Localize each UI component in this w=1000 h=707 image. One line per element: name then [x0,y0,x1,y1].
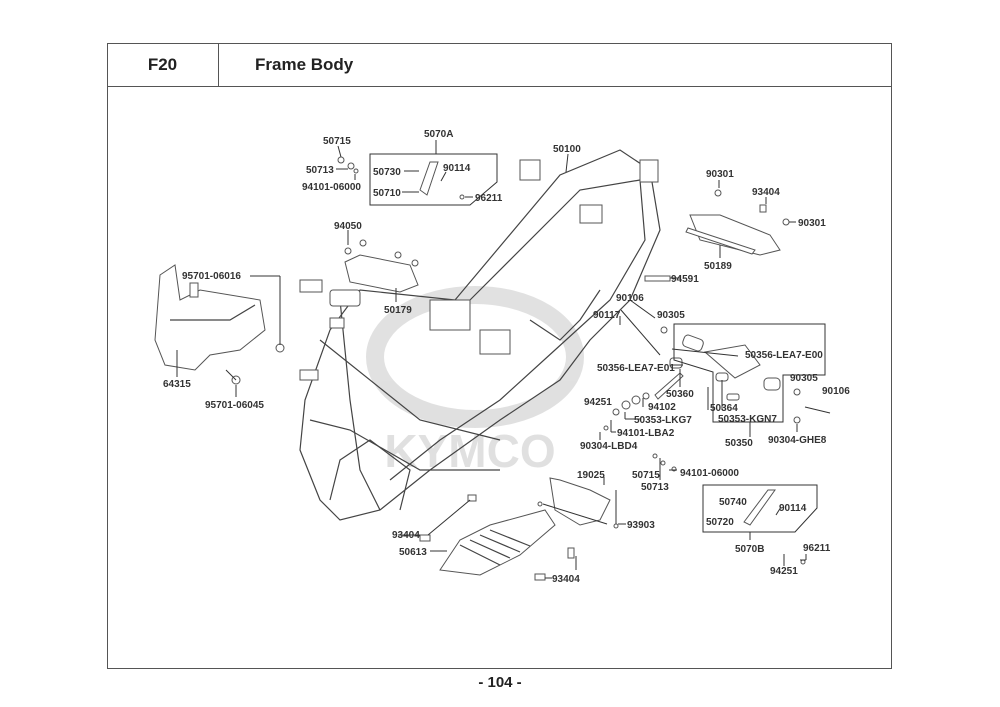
label-50356-LEA7-E01: 50356-LEA7-E01 [597,363,675,374]
label-95701-06045: 95701-06045 [205,400,264,411]
label-50353-KGN7: 50353-KGN7 [718,414,777,425]
label-50713: 50713 [641,482,669,493]
group-box-5070A [369,153,498,206]
label-50356-LEA7-E00: 50356-LEA7-E00 [745,350,823,361]
bracket-64315 [154,264,285,385]
label-5070A: 5070A [424,129,453,140]
label-90117: 90117 [593,310,621,321]
label-90301: 90301 [706,169,734,180]
label-94251: 94251 [770,566,798,577]
main-frame-50100 [299,149,661,521]
label-90114: 90114 [443,163,471,174]
handle-assembly-5070B [743,489,806,565]
label-50189: 50189 [704,261,732,272]
label-90106: 90106 [616,293,644,304]
label-50353-LKG7: 50353-LKG7 [634,415,692,426]
label-90301: 90301 [798,218,826,229]
label-90305: 90305 [657,310,685,321]
label-50360: 50360 [666,389,694,400]
label-50720: 50720 [706,517,734,528]
plate-50179 [344,239,419,293]
diagram-frame [107,43,892,669]
label-94102: 94102 [648,402,676,413]
bracket-50189 [685,189,790,256]
label-50715: 50715 [632,470,660,481]
label-93404: 93404 [552,574,580,585]
label-95701-06016: 95701-06016 [182,271,241,282]
cover-19025 [537,477,619,529]
label-93404: 93404 [752,187,780,198]
label-50364: 50364 [710,403,738,414]
label-94101-06000: 94101-06000 [302,182,361,193]
label-19025: 19025 [577,470,605,481]
group-box-5070B [702,484,818,533]
kymco-watermark-logo: KYMCO [366,286,584,477]
page-number: - 104 - [478,674,522,691]
label-94101-LBA2: 94101-LBA2 [617,428,675,439]
label-94251: 94251 [584,397,612,408]
label-90304-GHE8: 90304-GHE8 [768,435,827,446]
label-94101-06000: 94101-06000 [680,468,739,479]
label-90305: 90305 [790,373,818,384]
under-cover-50613 [419,494,575,581]
label-50100: 50100 [553,144,581,155]
group-box-50350 [673,323,826,423]
parts-50715-50713-lower [652,453,677,472]
part-94591 [644,275,671,282]
label-93404: 93404 [392,530,420,541]
section-code: F20 [107,43,219,87]
label-50740: 50740 [719,497,747,508]
header-divider [107,86,892,87]
label-96211: 96211 [803,543,831,554]
label-50179: 50179 [384,305,412,316]
label-50715: 50715 [323,136,351,147]
page-title: Frame Body [255,55,354,74]
label-90106: 90106 [822,386,850,397]
label-94050: 94050 [334,221,362,232]
part-labels: 50715 50713 94101-06000 5070A 50730 9011… [163,129,850,585]
label-93903: 93903 [627,520,655,531]
label-90304-LBD4: 90304-LBD4 [580,441,638,452]
label-50710: 50710 [373,188,401,199]
label-94591: 94591 [671,274,699,285]
watermark-text: KYMCO [384,425,555,477]
label-50713: 50713 [306,165,334,176]
label-50730: 50730 [373,167,401,178]
label-64315: 64315 [163,379,191,390]
handle-assembly-5070A [337,156,465,200]
label-50350: 50350 [725,438,753,449]
leader-lines [176,140,807,579]
label-96211: 96211 [475,193,503,204]
label-50613: 50613 [399,547,427,558]
label-90114: 90114 [779,503,807,514]
label-5070B: 5070B [735,544,764,555]
